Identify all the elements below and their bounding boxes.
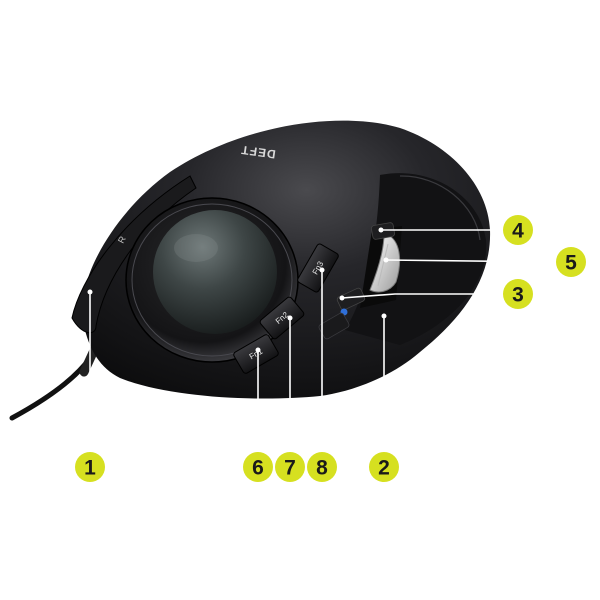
side-button-back	[336, 287, 366, 311]
callout-2: 2	[369, 452, 399, 482]
cable	[9, 355, 93, 421]
callout-4: 4	[503, 215, 533, 245]
trackball-ring-highlight	[131, 203, 293, 357]
callout-2-number: 2	[378, 457, 390, 480]
callout-4-number: 4	[512, 220, 524, 243]
leader-2-dot	[381, 313, 387, 319]
fn1-key: Fn1	[233, 334, 279, 374]
trackball-shine	[174, 234, 218, 262]
callout-1: 1	[75, 452, 105, 482]
callout-8: 8	[307, 452, 337, 482]
callout-5: 5	[556, 247, 586, 277]
leader-1-dot	[87, 289, 93, 295]
leader-4-dot	[378, 227, 384, 233]
left-button-mark: R	[116, 234, 128, 245]
leader-6-dot	[255, 347, 261, 353]
callout-1-number: 1	[84, 457, 96, 480]
leader-lines	[87, 227, 557, 452]
callout-7-number: 7	[284, 457, 296, 480]
trackball	[153, 210, 277, 334]
leader-5	[385, 259, 557, 263]
side-panel-edge	[399, 175, 481, 241]
leader-8-dot	[319, 267, 325, 273]
callout-3-number: 3	[512, 284, 524, 307]
callout-7: 7	[275, 452, 305, 482]
callout-6-number: 6	[252, 457, 264, 480]
leader-3	[341, 293, 504, 299]
leader-7-dot	[287, 315, 293, 321]
product-logo: DEFT	[240, 143, 277, 162]
callout-6: 6	[243, 452, 273, 482]
scroll-wheel-groove	[377, 243, 389, 287]
callout-5-number: 5	[565, 252, 577, 275]
leader-5-dot	[383, 257, 389, 263]
scroll-wheel	[369, 233, 400, 293]
leader-3-dot	[339, 295, 345, 301]
callout-8-number: 8	[316, 457, 328, 480]
callout-3: 3	[503, 279, 533, 309]
